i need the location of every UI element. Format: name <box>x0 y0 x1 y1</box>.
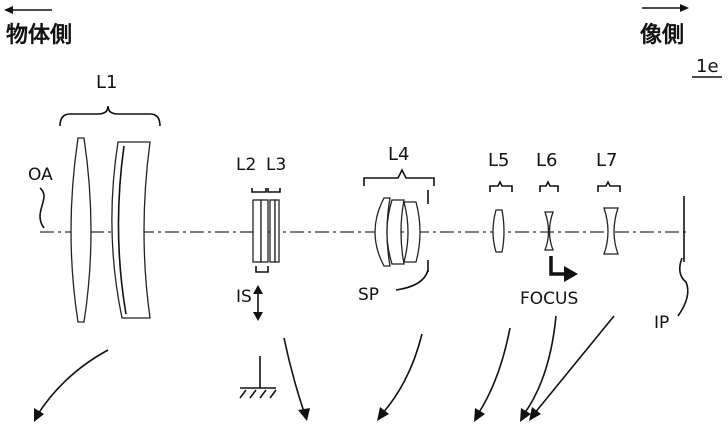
bracket-L4 <box>363 168 435 186</box>
lens-group-L6: L6 FOCUS <box>520 150 578 309</box>
optical-axis-leader <box>39 187 45 229</box>
lens-L1-cement-line <box>117 145 127 315</box>
lens-group-L7: L7 <box>596 150 621 255</box>
lens-L5-element <box>492 209 505 253</box>
trajectory-L5-arrowhead-icon <box>474 408 485 422</box>
figure-id-label: 1e <box>696 56 719 77</box>
group-label-L7: L7 <box>596 150 617 171</box>
image-side-label: 像側 <box>640 22 684 48</box>
trajectory-L7 <box>533 315 615 415</box>
lens-L1-element-1 <box>70 137 92 323</box>
lens-L3-element-2 <box>274 199 280 263</box>
bracket-L1 <box>59 105 161 127</box>
group-label-L6: L6 <box>536 150 557 171</box>
trajectory-L4 <box>381 333 423 415</box>
lens-L7-element <box>603 207 619 255</box>
trajectory-L5 <box>477 327 511 415</box>
lens-L2-element-1 <box>252 199 262 263</box>
bracket-IS <box>255 266 269 273</box>
image-plane: IP <box>654 196 689 333</box>
is-arrow-down-icon <box>253 312 263 321</box>
lens-group-L2-L3: L2 L3 IS <box>236 155 286 321</box>
trajectory-L2 <box>283 337 305 413</box>
bracket-L2 <box>251 188 267 193</box>
trajectory-L1 <box>37 349 109 415</box>
group-label-L4: L4 <box>388 144 409 165</box>
lens-L6-element <box>544 211 554 251</box>
lens-L1-element-2 <box>111 141 151 319</box>
trajectory-L4-arrowhead-icon <box>377 407 389 421</box>
lens-group-L4: L4 SP <box>358 144 435 305</box>
image-side-indicator: 像側 <box>640 4 689 48</box>
image-side-arrowhead-icon <box>680 4 689 12</box>
object-side-arrowhead-icon <box>4 6 13 14</box>
lens-L4-element-3 <box>403 201 421 263</box>
lens-L4-element-1 <box>374 197 391 267</box>
stop-leader <box>395 269 429 291</box>
group-label-L2: L2 <box>236 155 256 175</box>
trajectory-L6-arrowhead-icon <box>520 408 531 422</box>
is-arrow-up-icon <box>253 285 263 294</box>
bracket-L6 <box>539 180 559 192</box>
bracket-L3 <box>267 188 281 193</box>
lens-group-L5: L5 <box>488 150 513 253</box>
ground-hatch-3 <box>259 389 267 399</box>
stop-label: SP <box>358 285 379 305</box>
optical-axis-label: OA <box>28 165 53 185</box>
lens-L4-element-2 <box>386 199 405 265</box>
object-side-label: 物体側 <box>6 22 72 48</box>
figure-id: 1e <box>692 56 722 78</box>
image-plane-label: IP <box>654 313 669 333</box>
focus-arrowhead-icon <box>564 266 578 282</box>
ground-hatch-2 <box>249 389 257 399</box>
ground-hatch-1 <box>239 389 247 399</box>
trajectory-L1-arrowhead-icon <box>34 408 44 422</box>
ground-symbol <box>239 356 277 399</box>
group-label-L1: L1 <box>96 72 117 93</box>
focus-label: FOCUS <box>520 289 578 309</box>
is-label: IS <box>236 287 252 307</box>
image-plane-leader <box>677 257 689 317</box>
lens-L3-element-1 <box>269 199 276 263</box>
trajectory-L7-arrowhead-icon <box>529 407 541 421</box>
lens-L2-element-2 <box>260 199 269 263</box>
bracket-L7 <box>597 180 621 192</box>
trajectory-L6 <box>523 315 557 415</box>
group-label-L3: L3 <box>266 155 286 175</box>
lens-group-L1: L1 <box>59 72 161 323</box>
bracket-L5 <box>489 180 513 192</box>
movement-trajectories <box>34 315 615 422</box>
ground-hatch-4 <box>269 389 277 399</box>
group-label-L5: L5 <box>488 150 509 171</box>
trajectory-L2-arrowhead-icon <box>298 408 310 421</box>
object-side-indicator: 物体側 <box>4 6 72 48</box>
focus-arrow-line <box>549 256 566 276</box>
